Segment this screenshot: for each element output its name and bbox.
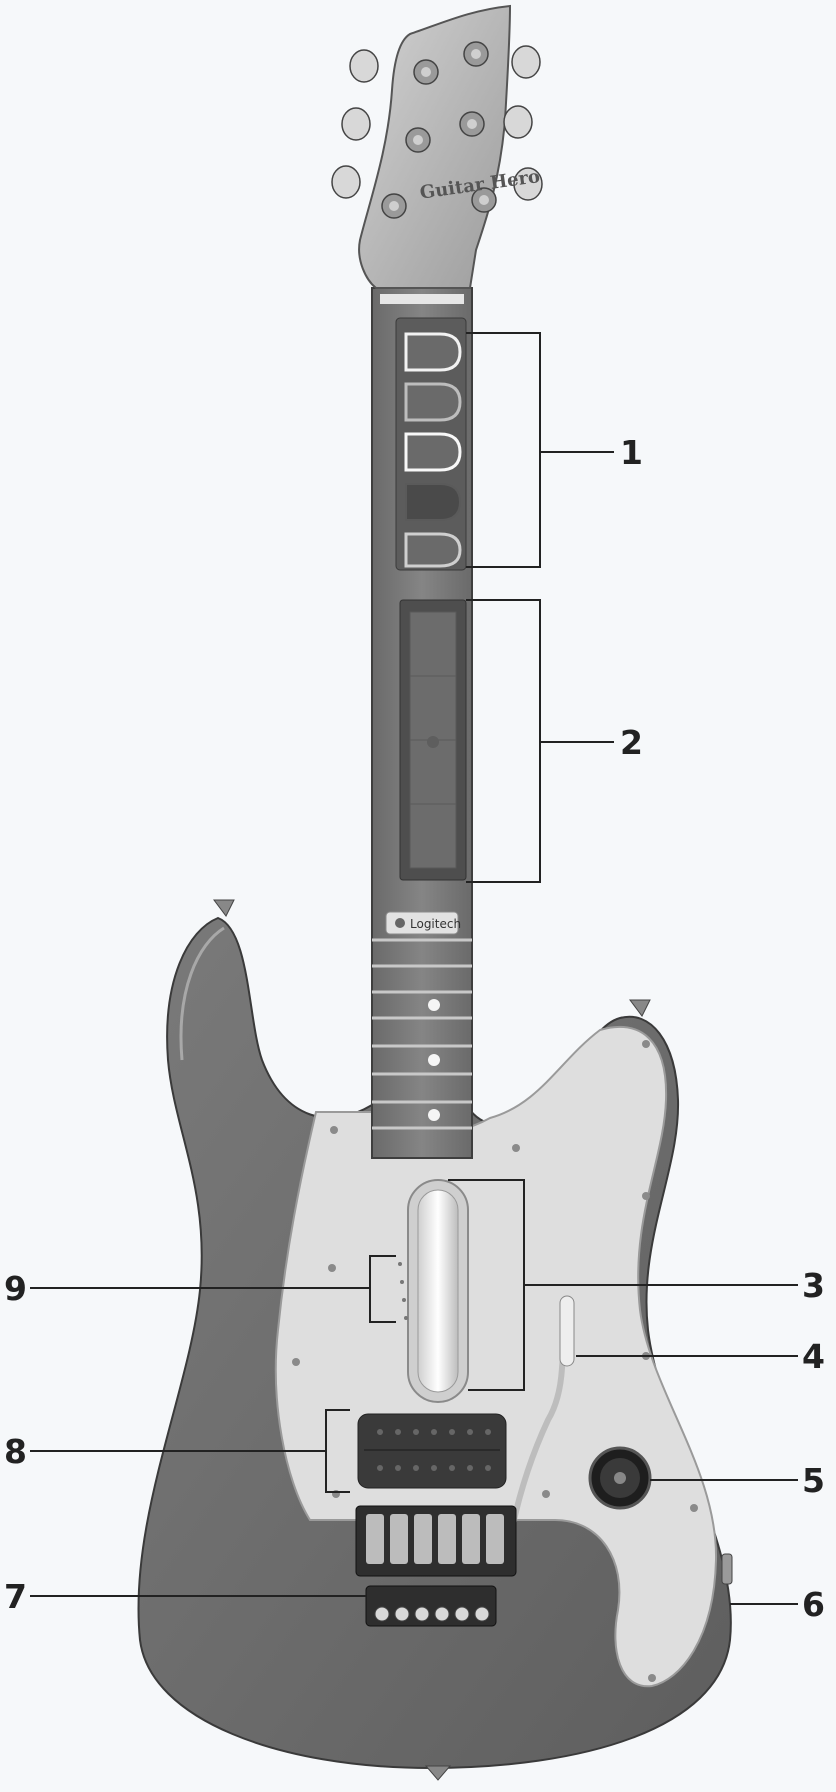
fret-button [406,534,460,566]
fret-button [406,484,460,520]
callout-8: 8 [4,1432,27,1471]
callout-6: 6 [802,1585,825,1624]
strum-bar [408,1180,468,1402]
fret-button [406,384,460,420]
star-power-button [590,1448,650,1508]
side-port [722,1554,732,1584]
fret-buttons [396,318,466,570]
bridge [356,1506,516,1626]
fret-button [406,434,460,470]
callout-5: 5 [802,1461,825,1500]
brand-badge-text: Logitech [410,917,461,931]
callout-3: 3 [802,1266,825,1305]
callout-4: 4 [802,1337,825,1376]
pickup [358,1414,506,1488]
callout-9: 9 [4,1269,27,1308]
fret-button [406,334,460,370]
callout-7: 7 [4,1577,27,1616]
callout-2: 2 [620,723,643,762]
touch-strip [400,600,466,880]
brand-badge: Logitech [386,912,461,934]
headstock: Guitar Hero [332,6,542,288]
callout-1: 1 [620,433,643,472]
